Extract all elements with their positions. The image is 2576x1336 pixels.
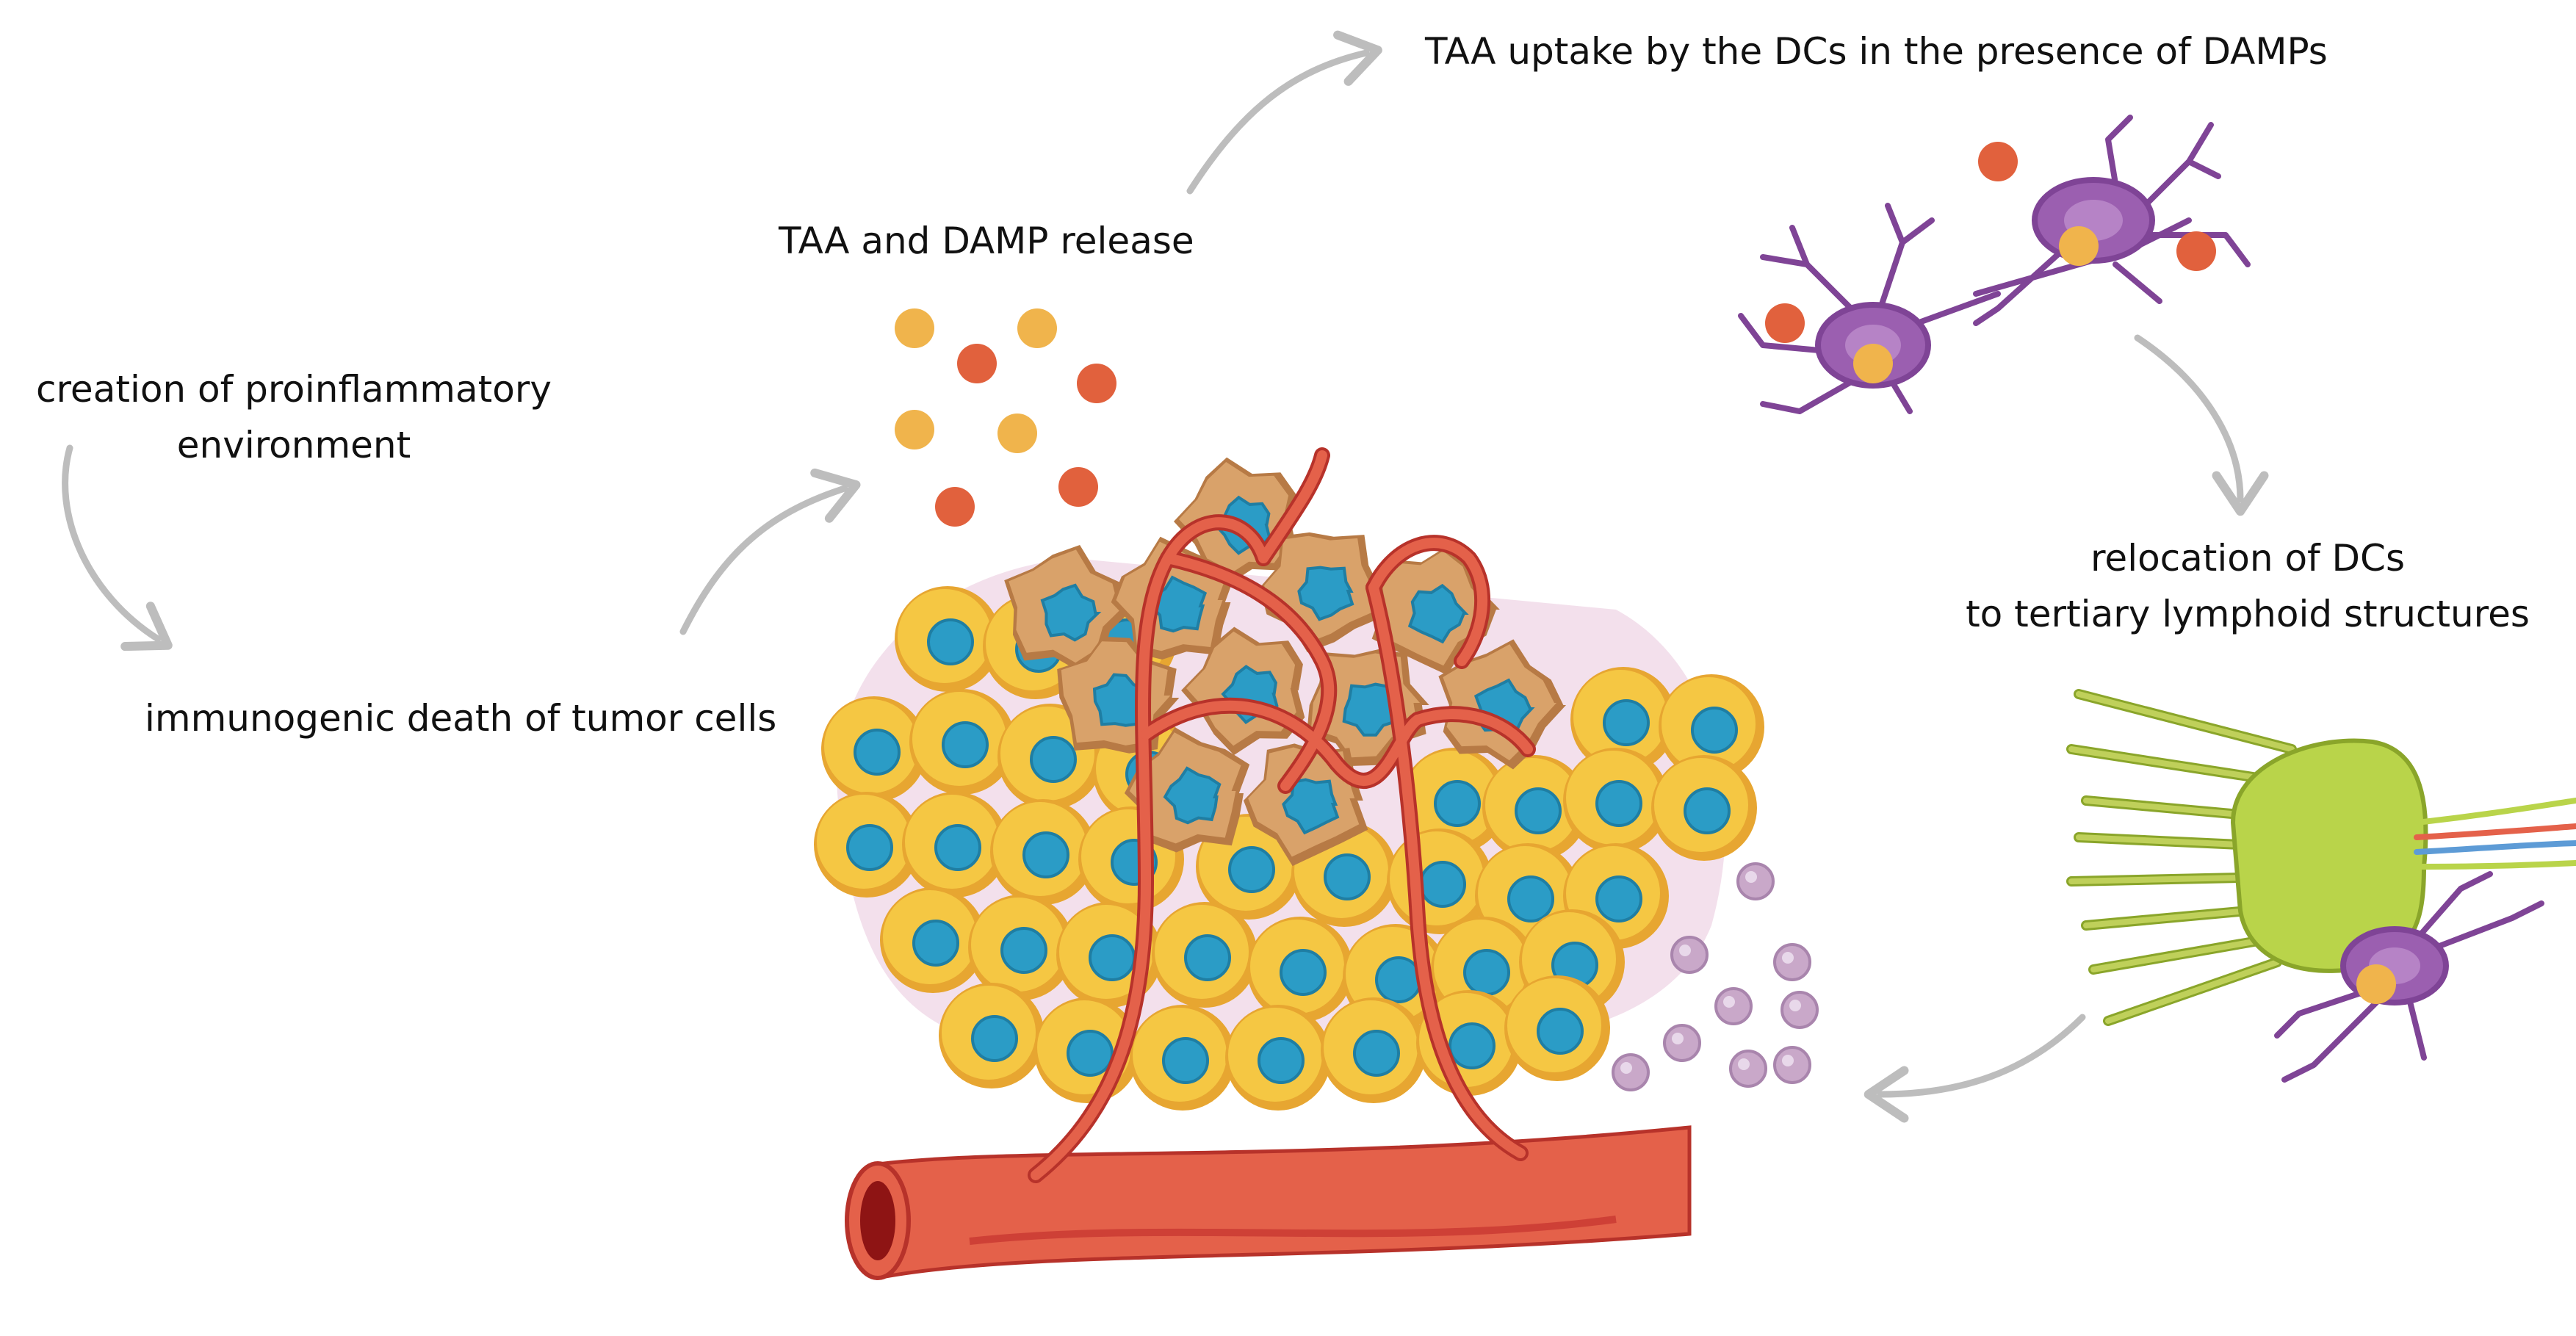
damp-particle bbox=[1978, 142, 2018, 181]
healthy-cell bbox=[1651, 755, 1757, 861]
label-relocation: relocation of DCs to tertiary lymphoid s… bbox=[1947, 530, 2549, 642]
arrow-to-immunogenic-death bbox=[62, 444, 173, 651]
label-taa-damp-release: TAA and DAMP release bbox=[779, 220, 1194, 262]
healthy-cell bbox=[1519, 909, 1625, 1015]
taa-particle bbox=[2356, 964, 2396, 1004]
healthy-cell bbox=[1152, 902, 1258, 1008]
healthy-cell bbox=[895, 586, 1000, 692]
healthy-cell bbox=[1659, 674, 1764, 780]
label-proinflammatory-line1: creation of proinflammatory bbox=[35, 368, 552, 411]
healthy-cell bbox=[1130, 1005, 1235, 1111]
damp-particle bbox=[1077, 364, 1116, 403]
immune-particle bbox=[1612, 1053, 1650, 1091]
healthy-cell bbox=[880, 887, 986, 993]
damp-particle bbox=[1058, 467, 1098, 507]
label-relocation-line1: relocation of DCs bbox=[2090, 537, 2406, 579]
healthy-cell bbox=[990, 799, 1096, 905]
healthy-cell bbox=[1247, 917, 1353, 1022]
label-immunogenic-death: immunogenic death of tumor cells bbox=[145, 697, 777, 740]
arrow-to-relocation bbox=[2134, 334, 2269, 516]
immune-particle bbox=[1670, 936, 1709, 974]
damp-particle bbox=[1765, 303, 1805, 343]
lymph-strand bbox=[2088, 935, 2267, 975]
healthy-cell bbox=[902, 792, 1008, 898]
immune-particle bbox=[1736, 862, 1775, 900]
label-taa-uptake: TAA uptake by the DCs in the presence of… bbox=[1425, 30, 2328, 73]
taa-particle bbox=[895, 410, 934, 449]
lymph-strand bbox=[2066, 873, 2245, 887]
arrow-to-uptake bbox=[1186, 30, 1382, 195]
damp-particle bbox=[957, 344, 997, 383]
healthy-cell bbox=[821, 696, 927, 802]
taa-particle bbox=[1853, 344, 1893, 383]
capillaries bbox=[1028, 447, 1536, 1183]
immune-particle bbox=[1663, 1024, 1701, 1062]
healthy-cell bbox=[1570, 667, 1676, 773]
tumor-cell bbox=[1124, 727, 1250, 853]
lymph-strand bbox=[2103, 957, 2282, 1026]
tumor-cell bbox=[1438, 639, 1566, 770]
lymph-strand bbox=[2066, 744, 2267, 784]
taa-particle bbox=[895, 308, 934, 348]
immune-particle bbox=[1781, 991, 1819, 1029]
dendritic-cells bbox=[1738, 115, 2251, 414]
healthy-cell bbox=[1482, 755, 1588, 861]
damp-particle bbox=[935, 487, 975, 527]
label-relocation-line2: to tertiary lymphoid structures bbox=[1966, 593, 2530, 635]
healthy-cell bbox=[1321, 997, 1426, 1103]
arrow-to-release bbox=[679, 468, 861, 635]
taa-particle bbox=[997, 414, 1037, 453]
immune-particle bbox=[1773, 943, 1811, 981]
immune-particle bbox=[1729, 1050, 1767, 1088]
efferent-vessels bbox=[2414, 798, 2576, 870]
damp-particle bbox=[2176, 231, 2216, 271]
healthy-cell bbox=[1225, 1005, 1331, 1111]
dendritic-cell-2 bbox=[1973, 115, 2251, 326]
lymph-strand bbox=[2074, 689, 2297, 754]
blood-vessel bbox=[845, 1125, 1692, 1281]
taa-particle bbox=[1017, 308, 1057, 348]
healthy-cell bbox=[1401, 748, 1507, 853]
immune-particle bbox=[1773, 1046, 1811, 1084]
arrow-to-immune-particles bbox=[1864, 1014, 2086, 1123]
healthy-cell bbox=[814, 792, 920, 898]
taa-particle bbox=[2059, 226, 2099, 266]
lymph-strand bbox=[2081, 906, 2253, 931]
label-proinflammatory-line2: environment bbox=[176, 424, 411, 466]
lymphatic-strands bbox=[2066, 689, 2297, 1026]
healthy-cell bbox=[1504, 975, 1610, 1081]
lymphoid-structure bbox=[2066, 689, 2576, 1083]
taa-damp-particles bbox=[895, 308, 1116, 527]
healthy-cell bbox=[968, 895, 1074, 1000]
lymph-strand bbox=[2081, 795, 2253, 820]
cycle-arrows bbox=[62, 30, 2269, 1123]
healthy-cell bbox=[909, 689, 1015, 795]
healthy-cell bbox=[1563, 748, 1669, 853]
immune-particles bbox=[1612, 862, 1819, 1091]
lymph-strand bbox=[2074, 832, 2245, 850]
immune-particle bbox=[1714, 987, 1753, 1025]
tumor-cell bbox=[1004, 545, 1133, 672]
uptake-particles bbox=[1765, 142, 2396, 1004]
healthy-cell bbox=[939, 983, 1045, 1088]
label-proinflammatory: creation of proinflammatory environment bbox=[29, 361, 558, 473]
